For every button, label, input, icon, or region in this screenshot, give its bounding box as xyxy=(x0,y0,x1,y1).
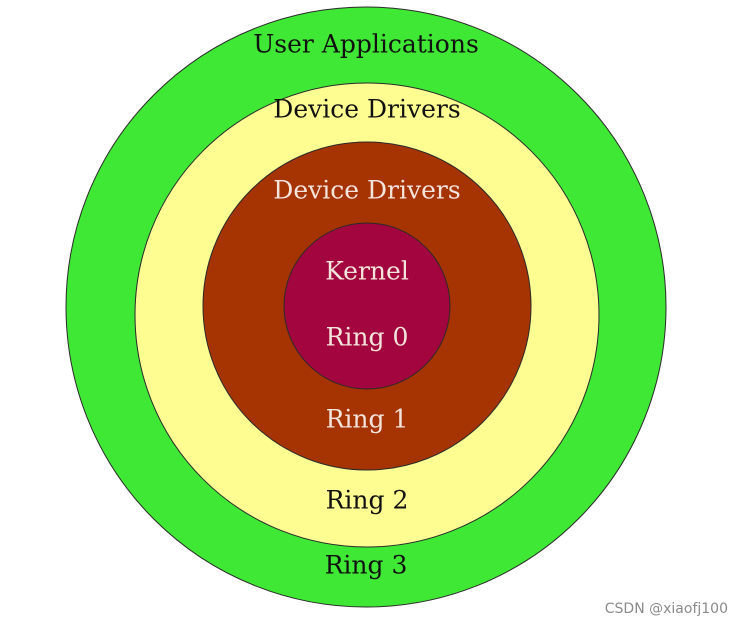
ring-0-circle xyxy=(283,222,451,390)
ring-2-bottom-label: Ring 2 xyxy=(326,486,409,515)
ring-1-top-label: Device Drivers xyxy=(273,176,460,205)
ring-0-bottom-label: Ring 0 xyxy=(326,323,409,352)
ring-3-bottom-label: Ring 3 xyxy=(325,551,408,580)
ring-1-bottom-label: Ring 1 xyxy=(326,405,409,434)
ring-0-top-label: Kernel xyxy=(325,257,409,286)
csdn-watermark: CSDN @xiaofj100 xyxy=(604,601,728,617)
ring-2-top-label: Device Drivers xyxy=(273,95,460,124)
ring-3-top-label: User Applications xyxy=(253,30,479,59)
